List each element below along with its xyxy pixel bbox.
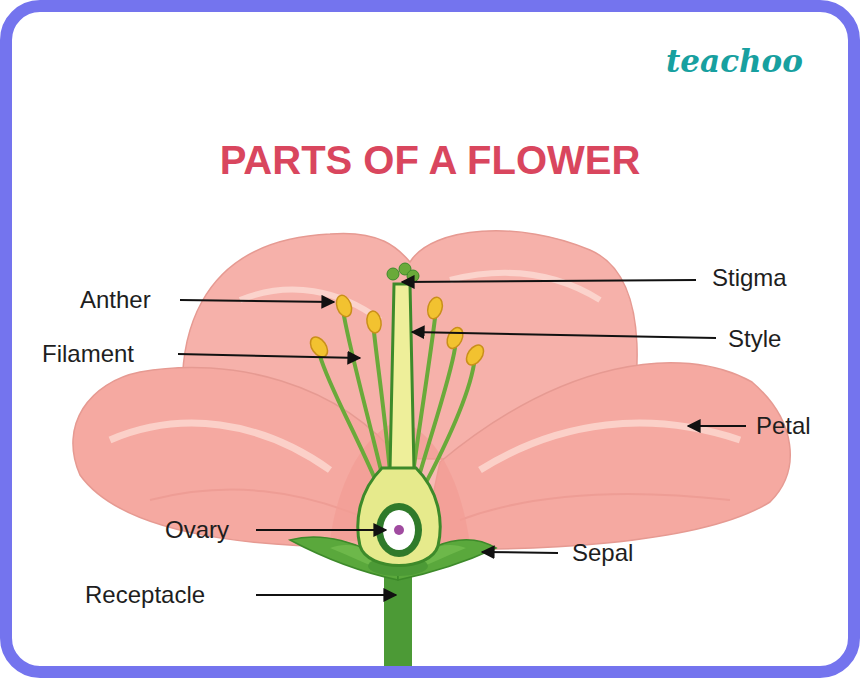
part-label: Sepal	[572, 541, 633, 565]
part-label: Receptacle	[85, 583, 205, 607]
watermark: teachoo	[666, 46, 803, 77]
part-label: Petal	[756, 414, 811, 438]
diagram-title: PARTS OF A FLOWER	[0, 140, 860, 180]
leader-arrows	[178, 280, 746, 595]
part-label: Ovary	[165, 518, 229, 542]
part-label: Anther	[80, 288, 151, 312]
part-label: Style	[728, 327, 781, 351]
part-label: Filament	[42, 342, 134, 366]
pistil	[358, 263, 440, 566]
part-label: Stigma	[712, 266, 787, 290]
